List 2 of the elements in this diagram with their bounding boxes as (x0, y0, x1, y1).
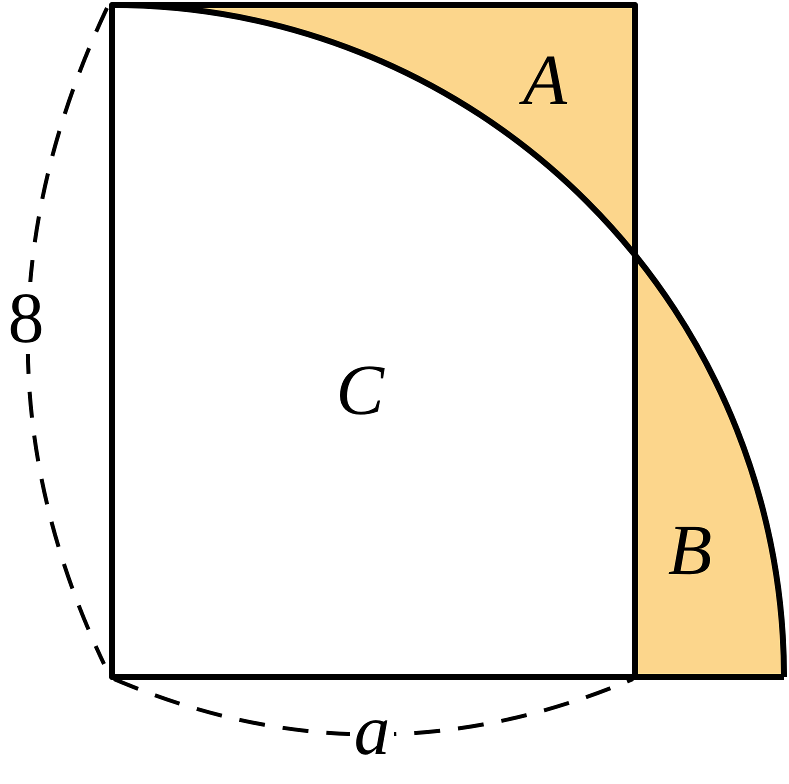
region-label: C (336, 354, 384, 426)
region-label: B (668, 514, 712, 586)
